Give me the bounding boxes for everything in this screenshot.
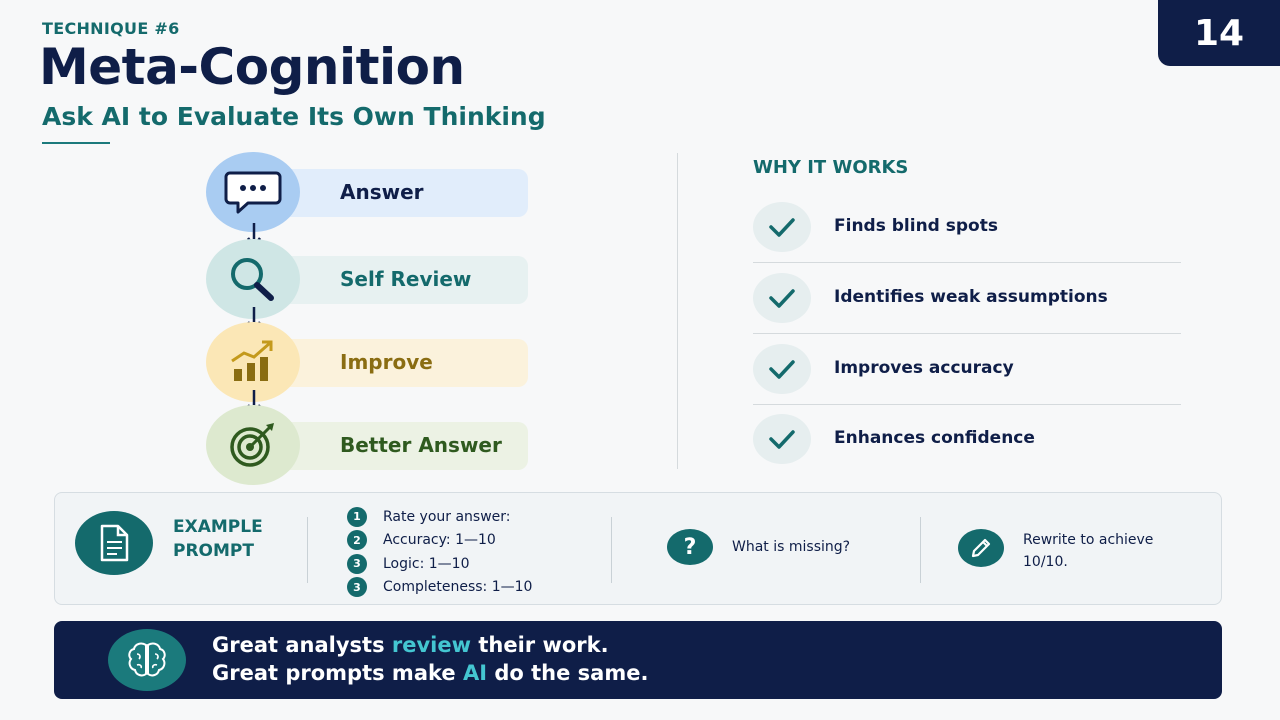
title-underline xyxy=(42,142,110,144)
divider xyxy=(753,404,1181,405)
banner-text: Great analysts xyxy=(212,633,392,657)
why-item: Identifies weak assumptions xyxy=(753,273,1181,337)
list-item: 3 Logic: 1—10 xyxy=(347,552,532,576)
list-item: 3 Completeness: 1—10 xyxy=(347,576,532,600)
flow-step-label: Answer xyxy=(340,180,424,204)
pencil-icon xyxy=(958,529,1004,567)
divider xyxy=(611,517,612,583)
flow-step-bar xyxy=(266,422,528,470)
magnifier-icon xyxy=(206,239,300,319)
example-label-line: PROMPT xyxy=(173,541,254,561)
page-subtitle: Ask AI to Evaluate Its Own Thinking xyxy=(42,102,546,131)
example-label: EXAMPLE PROMPT xyxy=(173,515,263,563)
checkmark-icon xyxy=(753,273,811,323)
question-icon: ? xyxy=(667,529,713,565)
why-item-text: Identifies weak assumptions xyxy=(834,287,1108,307)
flow-step-label: Improve xyxy=(340,350,433,374)
target-icon xyxy=(206,405,300,485)
flow-step-bar xyxy=(266,339,528,387)
step-text: Accuracy: 1—10 xyxy=(383,532,496,549)
banner-highlight: review xyxy=(391,633,472,657)
example-prompt-panel: EXAMPLE PROMPT 1 Rate your answer: 2 Acc… xyxy=(54,492,1222,605)
step-text: Completeness: 1—10 xyxy=(383,579,533,596)
flow-step-bar xyxy=(266,169,528,217)
banner-line-1: Great analysts review their work. xyxy=(212,633,609,657)
rewrite-text: Rewrite to achieve 10/10. xyxy=(1023,532,1154,570)
step-text: Logic: 1—10 xyxy=(383,555,470,572)
checkmark-icon xyxy=(753,414,811,464)
step-number-badge: 2 xyxy=(347,530,367,551)
divider xyxy=(753,262,1181,263)
step-text: Rate your answer: xyxy=(383,508,511,525)
step-number-badge: 3 xyxy=(347,553,367,574)
divider xyxy=(307,517,308,583)
flow-step-bar xyxy=(266,256,528,304)
banner-text: do the same. xyxy=(487,661,649,685)
brain-icon xyxy=(108,629,186,691)
step-number-badge: 3 xyxy=(347,577,367,598)
list-item: 2 Accuracy: 1—10 xyxy=(347,529,532,553)
why-heading: WHY IT WORKS xyxy=(753,157,909,178)
list-item: 1 Rate your answer: xyxy=(347,505,532,529)
banner-text: their work. xyxy=(471,633,609,657)
growth-chart-icon xyxy=(206,322,300,402)
why-item-text: Improves accuracy xyxy=(834,358,1014,378)
banner-text: Great prompts make xyxy=(212,661,463,685)
checkmark-icon xyxy=(753,344,811,394)
banner-highlight: AI xyxy=(462,661,488,685)
question-text: What is missing? xyxy=(732,539,851,555)
why-item-text: Enhances confidence xyxy=(834,428,1035,448)
speech-bubble-icon xyxy=(206,152,300,232)
step-number-badge: 1 xyxy=(347,506,367,527)
why-item: Finds blind spots xyxy=(753,202,1181,266)
technique-eyebrow: TECHNIQUE #6 xyxy=(42,19,180,38)
column-divider xyxy=(677,153,678,469)
flow-step-label: Better Answer xyxy=(340,433,502,457)
flow-step-label: Self Review xyxy=(340,267,472,291)
document-icon xyxy=(75,511,153,575)
quote-banner: Great analysts review their work. Great … xyxy=(54,621,1222,699)
page-title: Meta-Cognition xyxy=(39,38,465,96)
example-label-line: EXAMPLE xyxy=(173,517,263,537)
why-item: Improves accuracy xyxy=(753,344,1181,408)
divider xyxy=(920,517,921,583)
banner-line-2: Great prompts make AI do the same. xyxy=(212,661,648,685)
checkmark-icon xyxy=(753,202,811,252)
example-steps-list: 1 Rate your answer: 2 Accuracy: 1—10 3 L… xyxy=(347,505,532,599)
why-item: Enhances confidence xyxy=(753,414,1181,478)
divider xyxy=(753,333,1181,334)
why-item-text: Finds blind spots xyxy=(834,216,998,236)
page-number: 14 xyxy=(1158,0,1280,66)
